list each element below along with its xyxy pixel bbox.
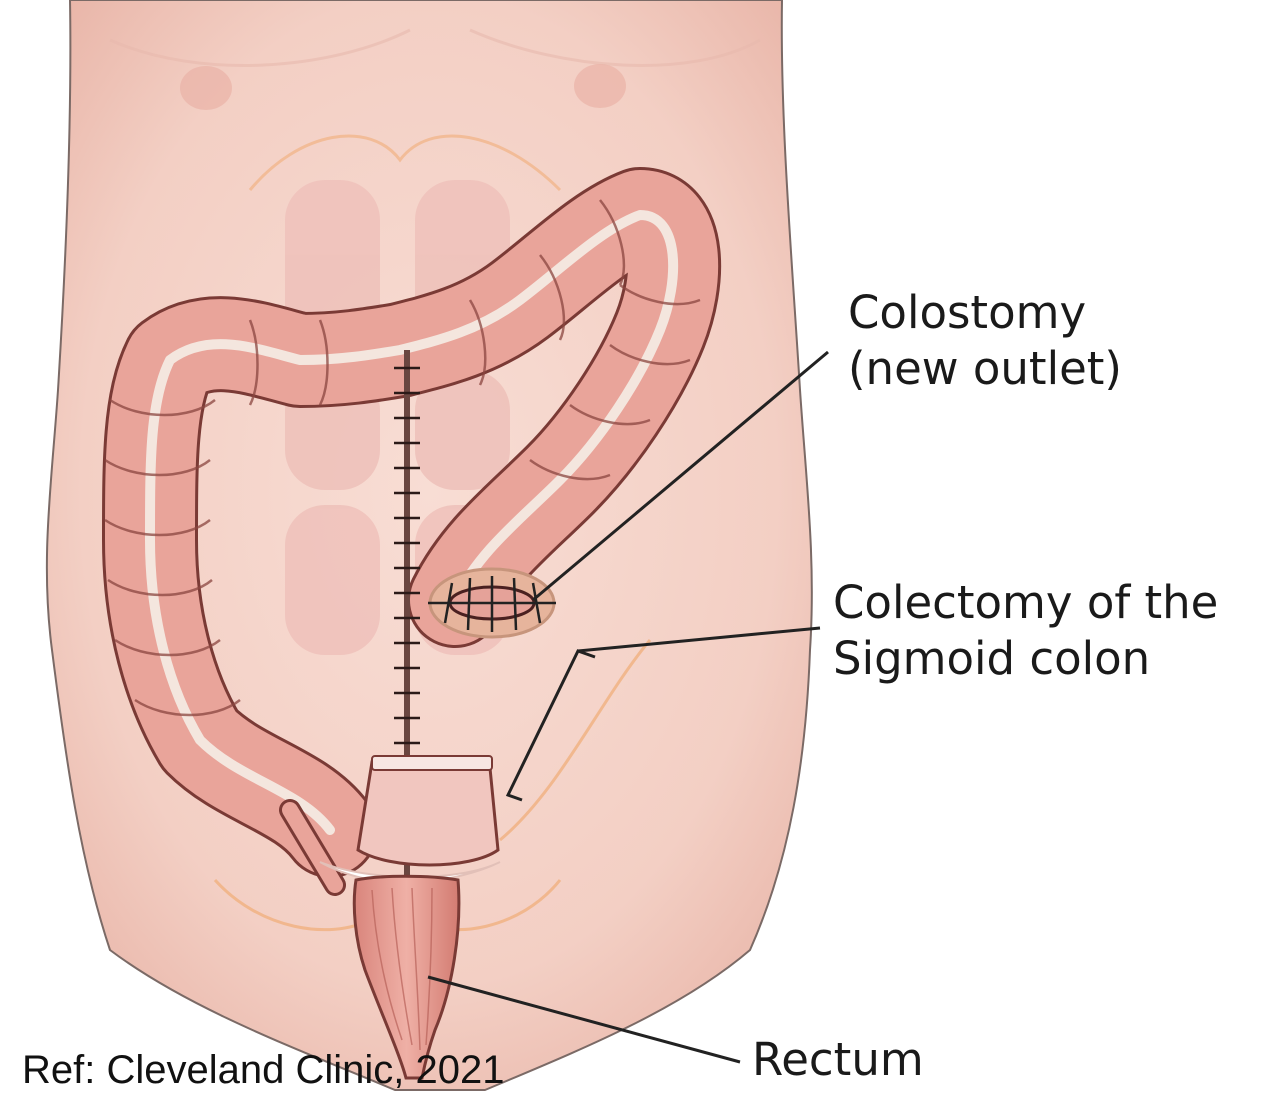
colostomy-label: Colostomy (new outlet) bbox=[848, 285, 1122, 397]
colectomy-label-line1: Colectomy of the bbox=[833, 575, 1218, 631]
colectomy-label-line2: Sigmoid colon bbox=[833, 631, 1218, 687]
stump-staple-line bbox=[372, 756, 492, 770]
reference-citation: Ref: Cleveland Clinic, 2021 bbox=[22, 1043, 504, 1097]
colectomy-label: Colectomy of the Sigmoid colon bbox=[833, 575, 1218, 687]
colostomy-label-line2: (new outlet) bbox=[848, 341, 1122, 397]
colostomy-label-line1: Colostomy bbox=[848, 285, 1122, 341]
nipple-left bbox=[180, 66, 232, 110]
rectum-label: Rectum bbox=[752, 1032, 924, 1088]
rectal-stump bbox=[358, 762, 498, 865]
nipple-right bbox=[574, 64, 626, 108]
